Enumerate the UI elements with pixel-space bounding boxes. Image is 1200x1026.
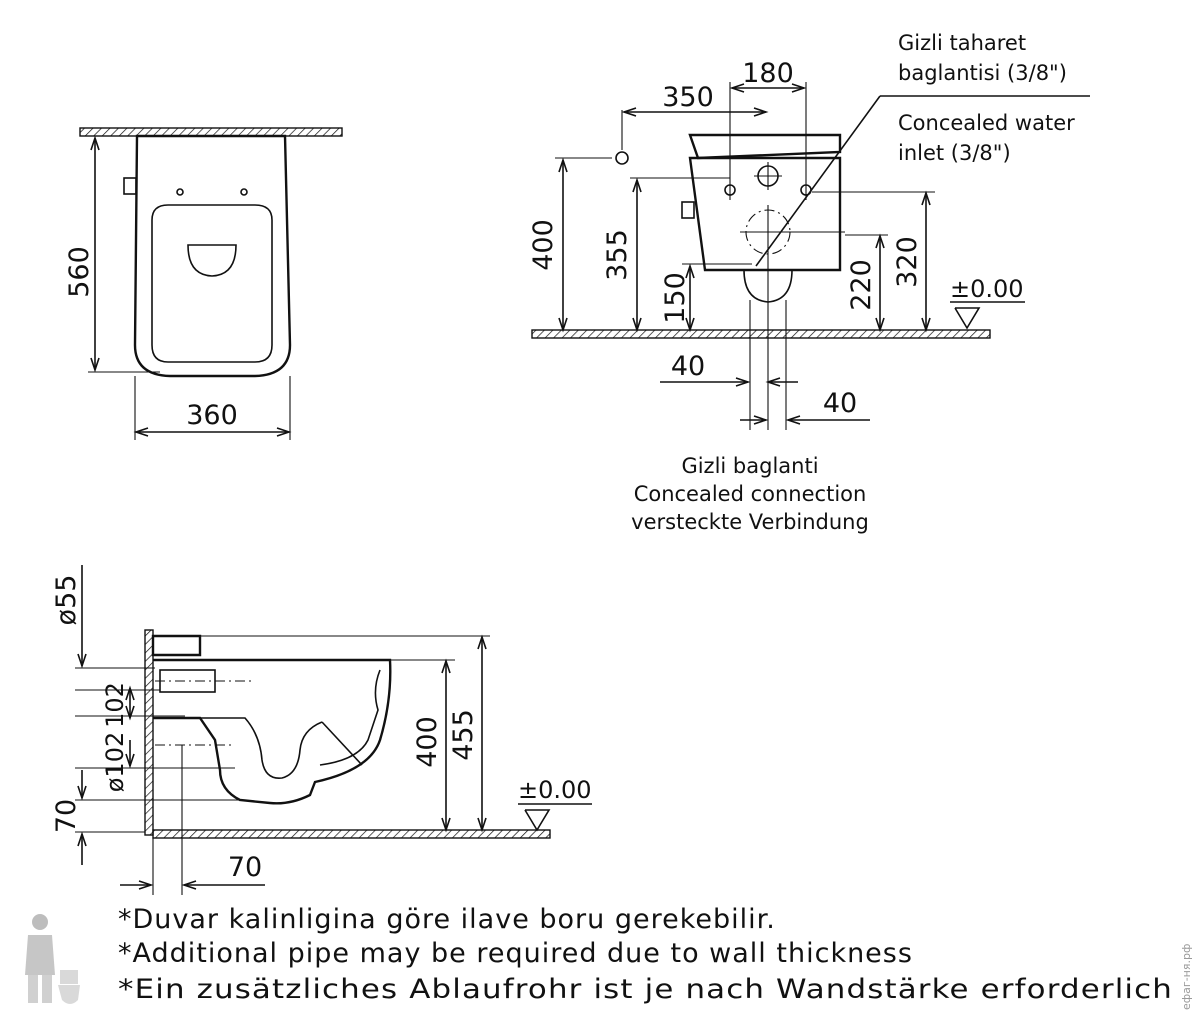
dim-dia-102: ø102 (101, 732, 129, 793)
dim-70-bottom: 70 (228, 852, 262, 883)
dim-40-right: 40 (823, 388, 857, 419)
side-view: ø55 102 ø102 70 400 455 ±0.00 (51, 565, 592, 895)
side-level-mark: ±0.00 (518, 776, 592, 804)
dim-320: 320 (892, 236, 923, 288)
dim-220: 220 (846, 259, 877, 311)
connection-label-en: Concealed connection (634, 482, 867, 506)
notes: *Duvar kalinligina göre ilave boru gerek… (118, 904, 1173, 1005)
top-view-width-dim: 360 (186, 400, 238, 431)
dim-355: 355 (602, 229, 633, 281)
note-en: *Additional pipe may be required due to … (118, 938, 913, 969)
dim-70-left: 70 (51, 799, 82, 833)
front-level-mark: ±0.00 (950, 275, 1024, 303)
dim-350: 350 (662, 82, 714, 113)
dim-400-side: 400 (412, 716, 443, 768)
connection-label-de: versteckte Verbindung (631, 510, 869, 534)
note-de: *Ein zusätzliches Ablaufrohr ist je nach… (118, 974, 1173, 1005)
plumber-logo-icon (25, 914, 80, 1004)
dim-150: 150 (660, 272, 691, 324)
note-tr: *Duvar kalinligina göre ilave boru gerek… (118, 904, 776, 935)
dim-455: 455 (448, 709, 479, 761)
front-view: 350 180 400 355 150 220 320 ±0.00 (528, 31, 1090, 534)
water-inlet-tr-line2: baglantisi (3/8") (898, 61, 1067, 85)
top-view-height-dim: 560 (64, 246, 95, 298)
watermark: ефаг-ня.рф (1180, 944, 1193, 1010)
dim-40-left: 40 (671, 351, 705, 382)
dim-102: 102 (101, 682, 129, 728)
water-inlet-tr-line1: Gizli taharet (898, 31, 1026, 55)
dim-400-front: 400 (528, 219, 559, 271)
water-inlet-en-line1: Concealed water (898, 111, 1075, 135)
dim-55: ø55 (51, 575, 82, 626)
top-view: 560 360 (64, 127, 343, 440)
water-inlet-en-line2: inlet (3/8") (898, 141, 1011, 165)
connection-label-tr: Gizli baglanti (681, 454, 818, 478)
dim-180: 180 (742, 58, 794, 89)
